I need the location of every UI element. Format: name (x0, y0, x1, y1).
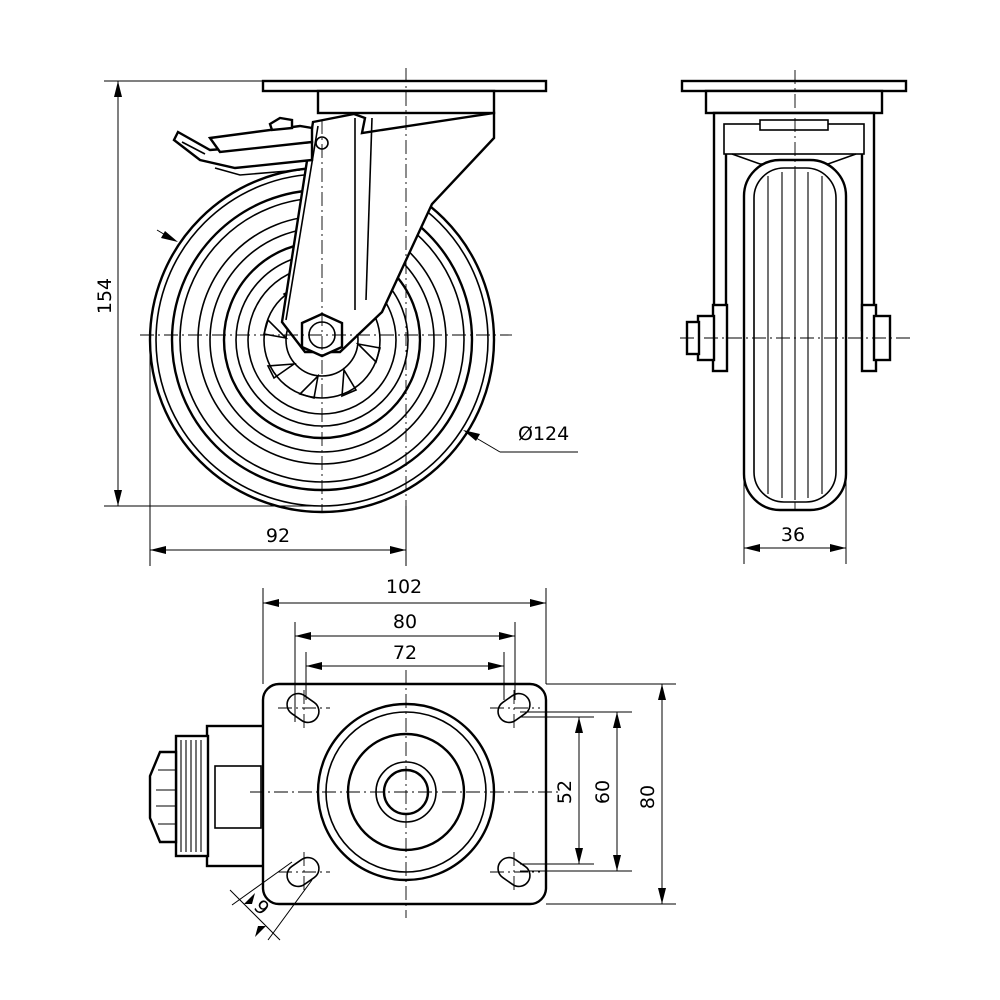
dim-text-hole-spacing-inner: 72 (393, 642, 417, 664)
plate-view: 102 80 72 52 (148, 576, 676, 941)
plate-brake-housing (148, 724, 267, 868)
front-view: 36 (680, 70, 910, 564)
dim-text-plate-height: 80 (637, 785, 659, 809)
front-top-plate (680, 79, 908, 93)
dim-diameter-124: Ø124 (156, 229, 578, 453)
dim-slot-60: 60 (520, 711, 632, 872)
dim-text-plate-width: 102 (386, 576, 422, 598)
dim-height-154: 154 (94, 80, 322, 507)
dim-plate-width-102: 102 (262, 576, 547, 684)
dim-text-height: 154 (94, 278, 116, 314)
dim-text-slot-outer: 60 (592, 780, 614, 804)
dim-hole-spacing-72: 72 (305, 642, 505, 700)
side-view: 154 92 Ø124 (94, 68, 578, 566)
dim-text-width-36: 36 (781, 524, 805, 546)
dim-text-offset: 92 (266, 525, 290, 547)
side-top-plate (261, 79, 548, 93)
side-brake-lever (172, 116, 314, 176)
dim-width-36: 36 (743, 420, 847, 564)
dim-slot-52: 52 (520, 716, 594, 865)
dim-text-slot-inner: 52 (554, 780, 576, 804)
dim-text-hole-spacing-outer: 80 (393, 611, 417, 633)
dim-offset-92: 92 (149, 340, 407, 566)
mounting-slots (286, 692, 531, 888)
mounting-plate (261, 682, 548, 906)
dim-text-diameter: Ø124 (518, 423, 569, 445)
dim-hole-spacing-80: 80 (294, 611, 516, 722)
dim-plate-height-80: 80 (546, 683, 676, 905)
